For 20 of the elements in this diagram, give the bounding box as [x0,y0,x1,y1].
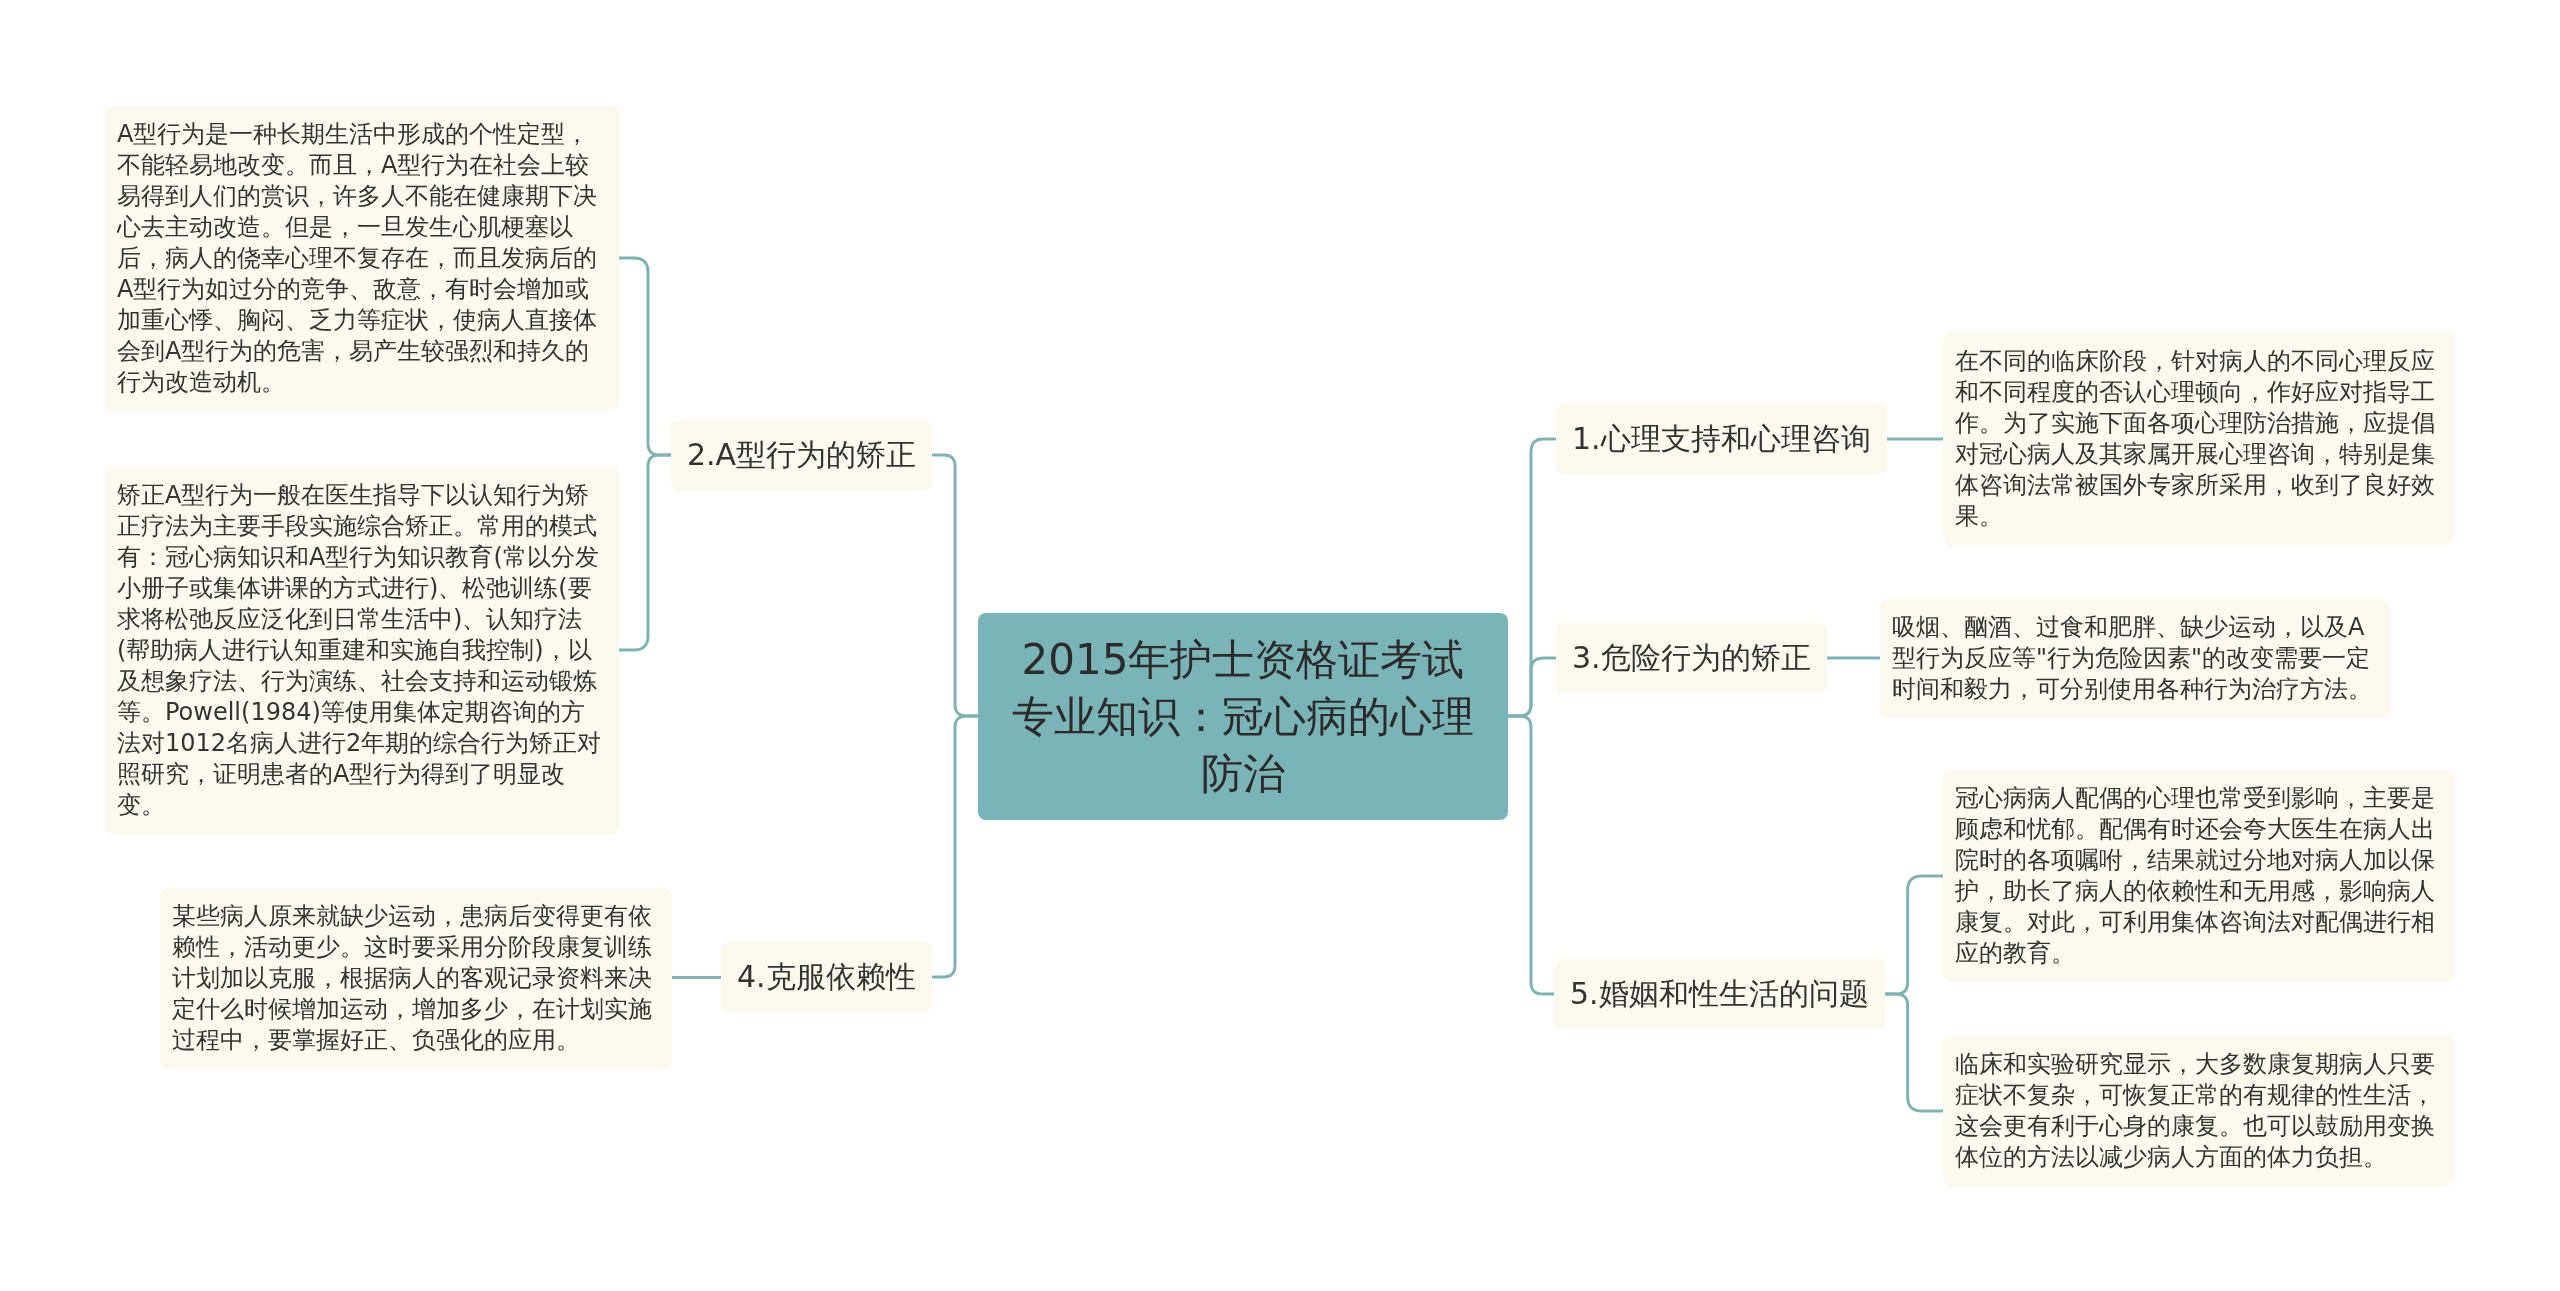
note-card: 矫正A型行为一般在医生指导下以认知行为矫正疗法为主要手段实施综合矫正。常用的模式有：冠心病知识和A型行为知识教育(常以分发小册子或集体讲课的方式进行)、松弛训练(要求将松弛反应泛化到日常生活中)、认知疗法(帮助病人进行认知重建和实施自我控制)，以及想象疗法、行为演练、社会支持和运动锻炼等。Powell(1984)等使用集体定期咨询的方法对1012名病人进行2年期的综合行为矫正对照研究，证明患者的A型行为得到了明显改变。 [105,466,619,834]
subtopic: 5.婚姻和性生活的问题 [1554,959,1885,1029]
note-card: 临床和实验研究显示，大多数康复期病人只要症状不复杂，可恢复正常的有规律的性生活，这会更有利于心身的康复。也可以鼓励用变换体位的方法以减少病人方面的体力负担。 [1943,1036,2454,1186]
subtopic: 2.A型行为的矫正 [671,420,933,490]
subtopic: 3.危险行为的矫正 [1556,623,1827,693]
connector-line [617,453,673,652]
note-card: 吸烟、酗酒、过食和肥胖、缺少运动，以及A型行为反应等"行为危险因素"的改变需要一定时间和毅力，可分别使用各种行为治疗方法。 [1880,598,2390,718]
connector-line [930,714,980,979]
connector-line [1506,714,1556,996]
note-card: 某些病人原来就缺少运动，患病后变得更有依赖性，活动更少。这时要采用分阶段康复训练计划加以克服，根据病人的客观记录资料来决定什么时候增加运动，增加多少，在计划实施过程中，要掌握好正、负强化的应用。 [160,887,672,1069]
note-card: A型行为是一种长期生活中形成的个性定型，不能轻易地改变。而且，A型行为在社会上较易得到人们的赏识，许多人不能在健康期下决心去主动改造。但是，一旦发生心肌梗塞以后，病人的侥幸心理不复存在，而且发病后的A型行为如过分的竞争、敌意，有时会增加或加重心悸、胸闷、乏力等症状，使病人直接体会到A型行为的危害，易产生较强烈和持久的行为改造动机。 [105,105,619,411]
connector-line [670,976,723,979]
central-topic: 2015年护士资格证考试专业知识：冠心病的心理防治 [978,612,1508,820]
note-card: 冠心病病人配偶的心理也常受到影响，主要是顾虑和忧郁。配偶有时还会夸大医生在病人出院时的各项嘱咐，结果就过分地对病人加以保护，助长了病人的依赖性和无用感，影响病人康复。对此，可利用集体咨询法对配偶进行相应的教育。 [1943,770,2454,982]
connector-line [1885,437,1945,441]
note-card: 在不同的临床阶段，针对病人的不同心理反应和不同程度的否认心理顿向，作好应对指导工作。为了实施下面各项心理防治措施，应提倡对冠心病人及其家属开展心理咨询，特别是集体咨询法常被国外专家所采用，收到了良好效果。 [1943,333,2454,545]
subtopic: 4.克服依赖性 [721,942,932,1012]
connector-line [1825,656,1882,660]
connector-line [1883,992,1945,1113]
subtopic: 1.心理支持和心理咨询 [1556,404,1887,474]
